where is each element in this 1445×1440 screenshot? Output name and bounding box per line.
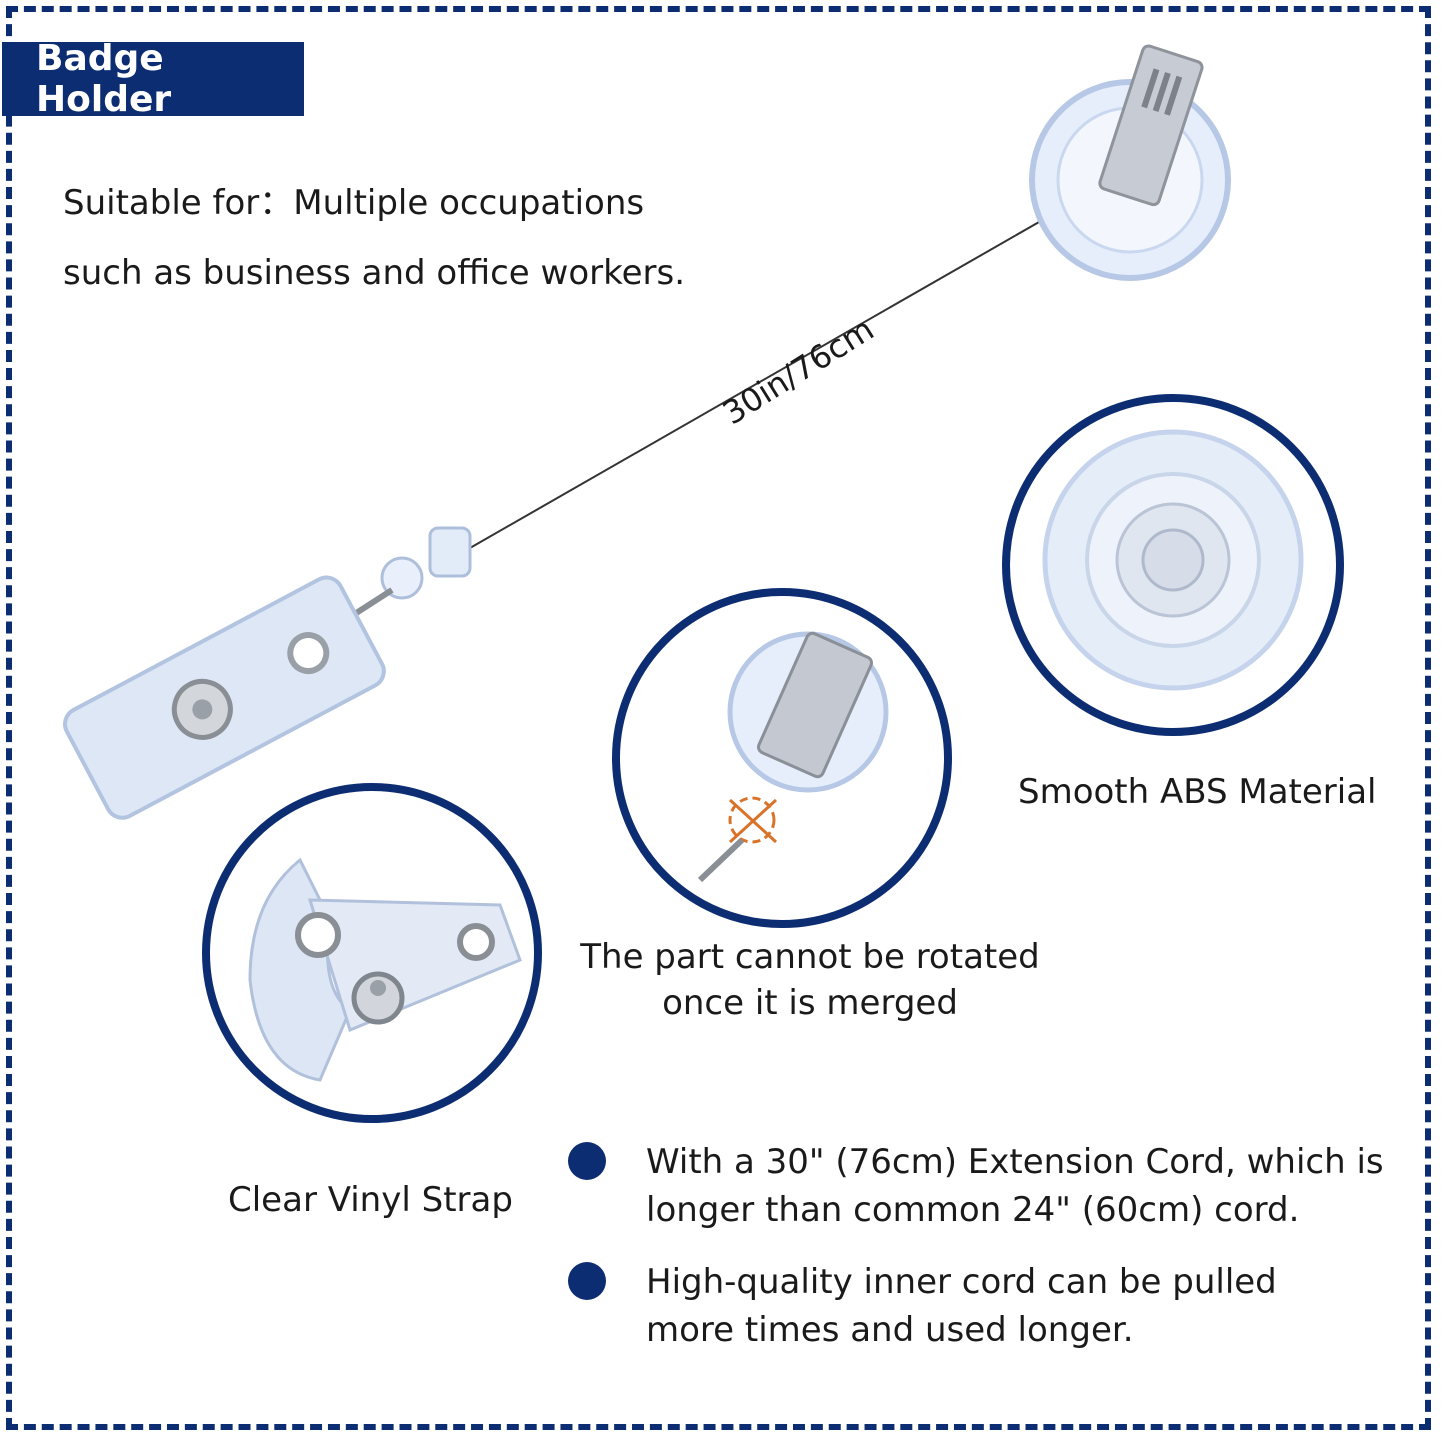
feature-line: With a 30" (76cm) Extension Cord, which … [646, 1142, 1384, 1182]
page-title: Badge Holder [36, 38, 172, 120]
feature-item: High-quality inner cord can be pulled mo… [568, 1258, 1277, 1354]
strap-top-icon [63, 526, 472, 820]
dashed-frame [6, 6, 1431, 1430]
vinyl-strap-detail-icon [202, 783, 542, 1123]
feature-line: High-quality inner cord can be pulled [646, 1262, 1277, 1302]
abs-detail-icon [1002, 394, 1344, 736]
vinyl-strap-label: Clear Vinyl Strap [228, 1180, 513, 1220]
rotation-note: The part cannot be rotated once it is me… [560, 934, 1060, 1026]
rotation-note-line-2: once it is merged [662, 983, 958, 1023]
intro-line-2: such as business and office workers. [63, 253, 686, 293]
feature-line: longer than common 24" (60cm) cord. [646, 1190, 1300, 1230]
bullet-dot-icon [568, 1262, 606, 1300]
feature-line: more times and used longer. [646, 1310, 1134, 1350]
page-title-tab: Badge Holder [2, 38, 304, 120]
feature-item: With a 30" (76cm) Extension Cord, which … [568, 1138, 1384, 1234]
rotation-note-line-1: The part cannot be rotated [580, 937, 1040, 977]
abs-material-label: Smooth ABS Material [1018, 772, 1377, 812]
bullet-dot-icon [568, 1142, 606, 1180]
intro-line-1: Suitable for：Multiple occupations [63, 183, 645, 223]
cord-line [469, 209, 1061, 549]
reel-top-icon [1029, 44, 1231, 281]
intro-text: Suitable for：Multiple occupations such a… [63, 168, 685, 308]
rotation-detail-icon [612, 588, 952, 928]
